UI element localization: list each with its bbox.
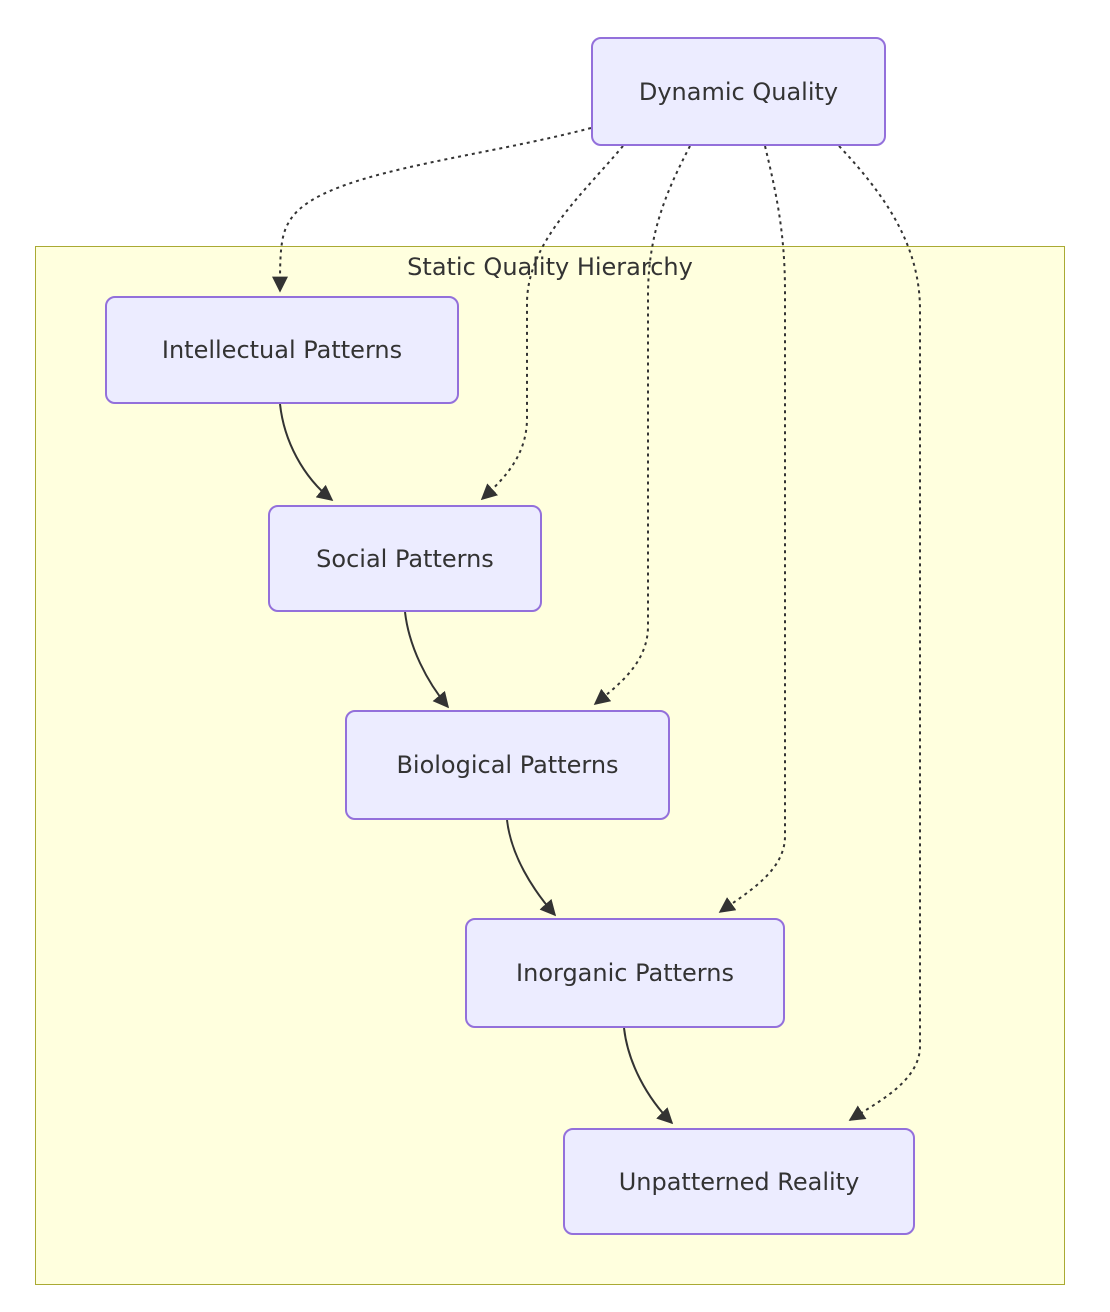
node-social-patterns: Social Patterns: [268, 505, 542, 612]
node-label: Social Patterns: [316, 544, 494, 573]
node-label: Intellectual Patterns: [161, 336, 403, 364]
node-label: Inorganic Patterns: [516, 959, 734, 987]
node-dynamic-quality: Dynamic Quality: [591, 37, 886, 146]
node-label: Dynamic Quality: [638, 77, 839, 106]
cluster-label: Static Quality Hierarchy: [407, 253, 693, 281]
node-unpatterned-reality: Unpatterned Reality: [563, 1128, 915, 1235]
node-inorganic-patterns: Inorganic Patterns: [465, 918, 785, 1028]
node-biological-patterns: Biological Patterns: [345, 710, 670, 820]
node-intellectual-patterns: Intellectual Patterns: [105, 296, 459, 404]
node-label: Biological Patterns: [396, 751, 619, 779]
node-label: Unpatterned Reality: [618, 1167, 860, 1196]
